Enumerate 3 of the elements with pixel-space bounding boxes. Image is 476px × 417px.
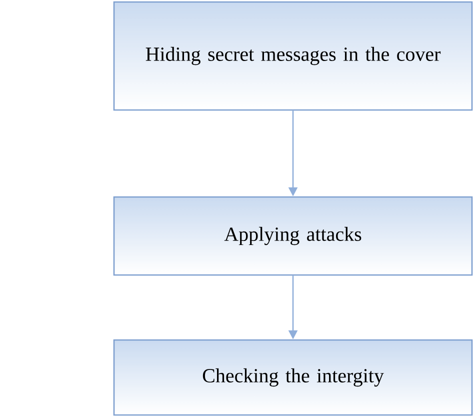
process-box: Hiding secret messages in the cover [113, 1, 473, 111]
process-box: Applying attacks [113, 196, 473, 276]
process-box: Checking the intergity [113, 339, 473, 416]
